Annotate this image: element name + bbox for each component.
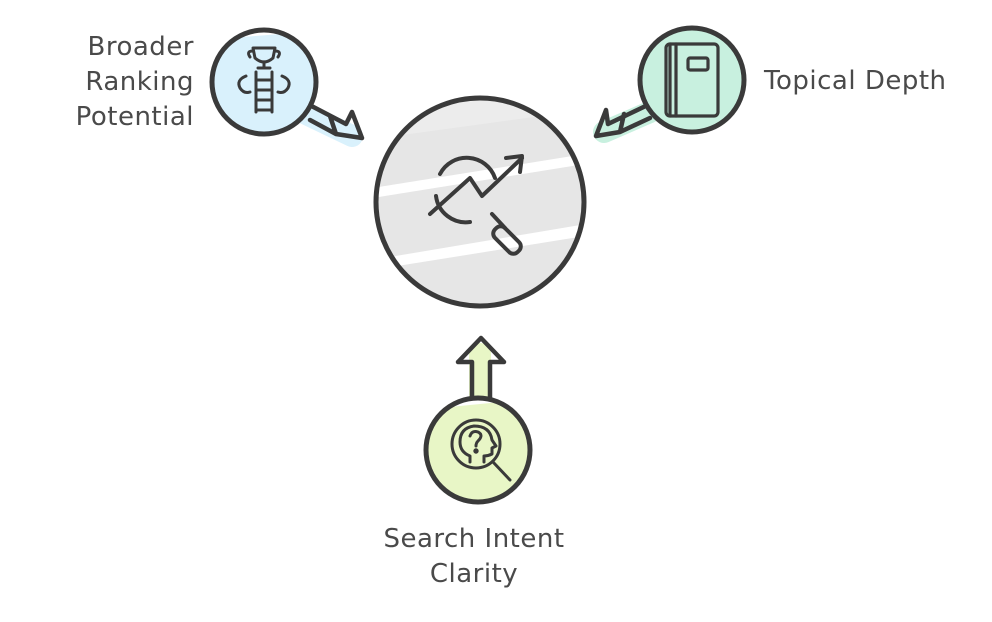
label-line: Ranking [85, 67, 194, 97]
arrow-search-to-center [455, 335, 507, 411]
center-hatch [376, 98, 584, 306]
arrow-broader-to-center [291, 97, 365, 147]
broader-ranking-node [209, 27, 365, 147]
label-line: Clarity [429, 559, 519, 589]
arrow-topical-to-center [593, 99, 661, 143]
label-line: Search Intent [383, 524, 565, 554]
label-broader-ranking-potential: Broader Ranking Potential [40, 30, 194, 135]
label-line: Topical Depth [764, 66, 947, 96]
head-question-icon [450, 418, 512, 482]
center-node [373, 95, 587, 309]
search-intent-node [423, 335, 533, 505]
label-line: Broader [87, 32, 194, 62]
trend-magnifier-icon [428, 154, 524, 256]
label-search-intent-clarity: Search Intent Clarity [354, 522, 594, 592]
trophy-ladder-icon [237, 46, 291, 114]
notebook-icon [664, 42, 720, 118]
label-line: Potential [75, 102, 194, 132]
label-topical-depth: Topical Depth [764, 64, 974, 99]
topical-depth-node [593, 25, 747, 143]
